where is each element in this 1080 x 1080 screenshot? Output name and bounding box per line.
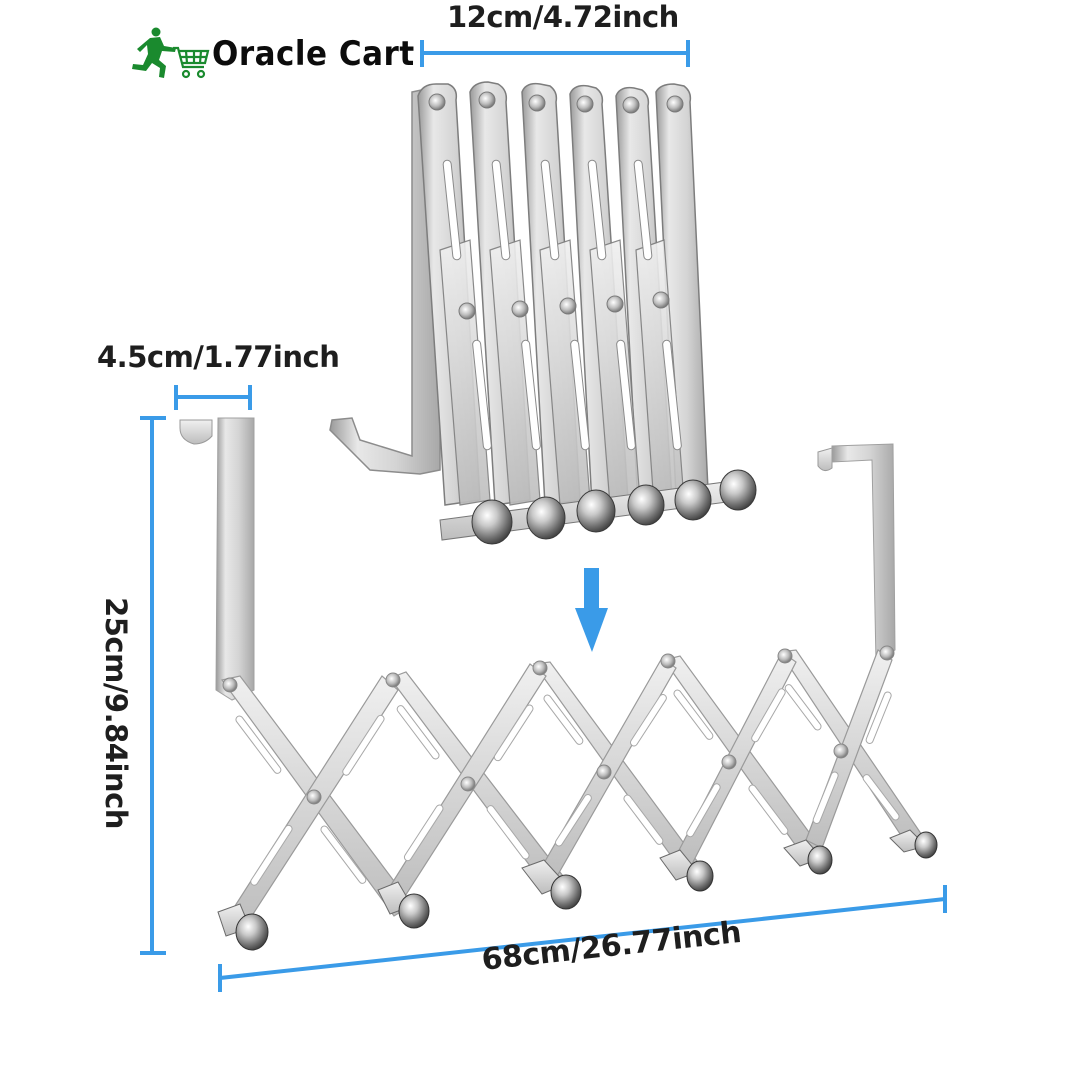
brand-logo: Oracle Cart	[128, 26, 415, 82]
collapsed-rack	[329, 81, 757, 545]
collapsed-width-label: 12cm/4.72inch	[447, 0, 679, 34]
hook-depth-label: 4.5cm/1.77inch	[97, 340, 340, 374]
expanded-rack	[179, 417, 938, 951]
brand-name: Oracle Cart	[212, 34, 415, 74]
collapsed-width-dimension-line	[420, 40, 690, 67]
height-label: 25cm/9.84inch	[99, 597, 133, 829]
arrow-down-icon	[575, 568, 608, 652]
expanded-width-dimension-line	[218, 885, 947, 992]
height-dimension-line	[140, 416, 166, 955]
hook-depth-dimension-line	[174, 385, 252, 410]
runner-with-shopping-cart-icon	[132, 27, 210, 79]
